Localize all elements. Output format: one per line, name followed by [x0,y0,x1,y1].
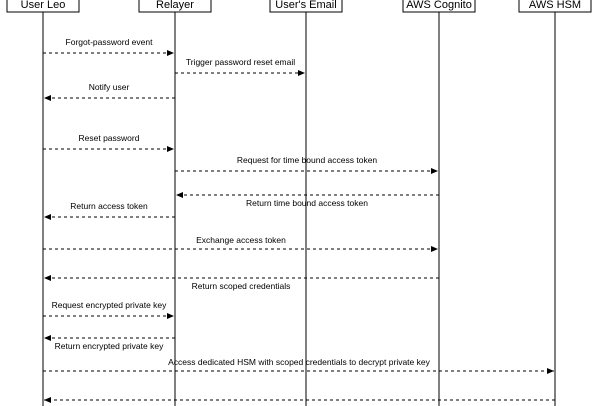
actor-label-user: User Leo [21,0,66,11]
message-label-1: Forgot-password event [66,37,154,47]
actor-box-user [6,0,80,13]
actor-label-cognito: AWS Cognito [406,0,472,11]
message-label-6: Return time bound access token [246,198,368,208]
actor-label-relayer: Relayer [156,0,194,11]
message-label-9: Return scoped credentials [192,281,291,291]
message-label-2: Trigger password reset email [186,57,295,67]
message-label-3: Notify user [89,82,130,92]
lifelines [42,12,556,406]
message-label-5: Request for time bound access token [237,155,378,165]
message-label-11: Return encrypted private key [55,341,164,351]
message-label-10: Request encrypted private key [52,300,168,310]
message-label-4: Reset password [79,133,140,143]
message-label-8: Exchange access token [196,235,286,245]
actor-box-hsm [518,0,592,13]
actor-label-email: User's Email [275,0,336,11]
actors: User Leo Relayer User's Email AWS Cognito AW… [6,0,592,13]
actor-box-cognito [402,0,476,13]
actor-box-relayer [138,0,212,13]
actor-label-hsm: AWS HSM [529,0,581,11]
message-label-7: Return access token [70,201,148,211]
actor-box-email [269,0,343,13]
message-label-12: Access dedicated HSM with scoped credent… [168,357,430,367]
